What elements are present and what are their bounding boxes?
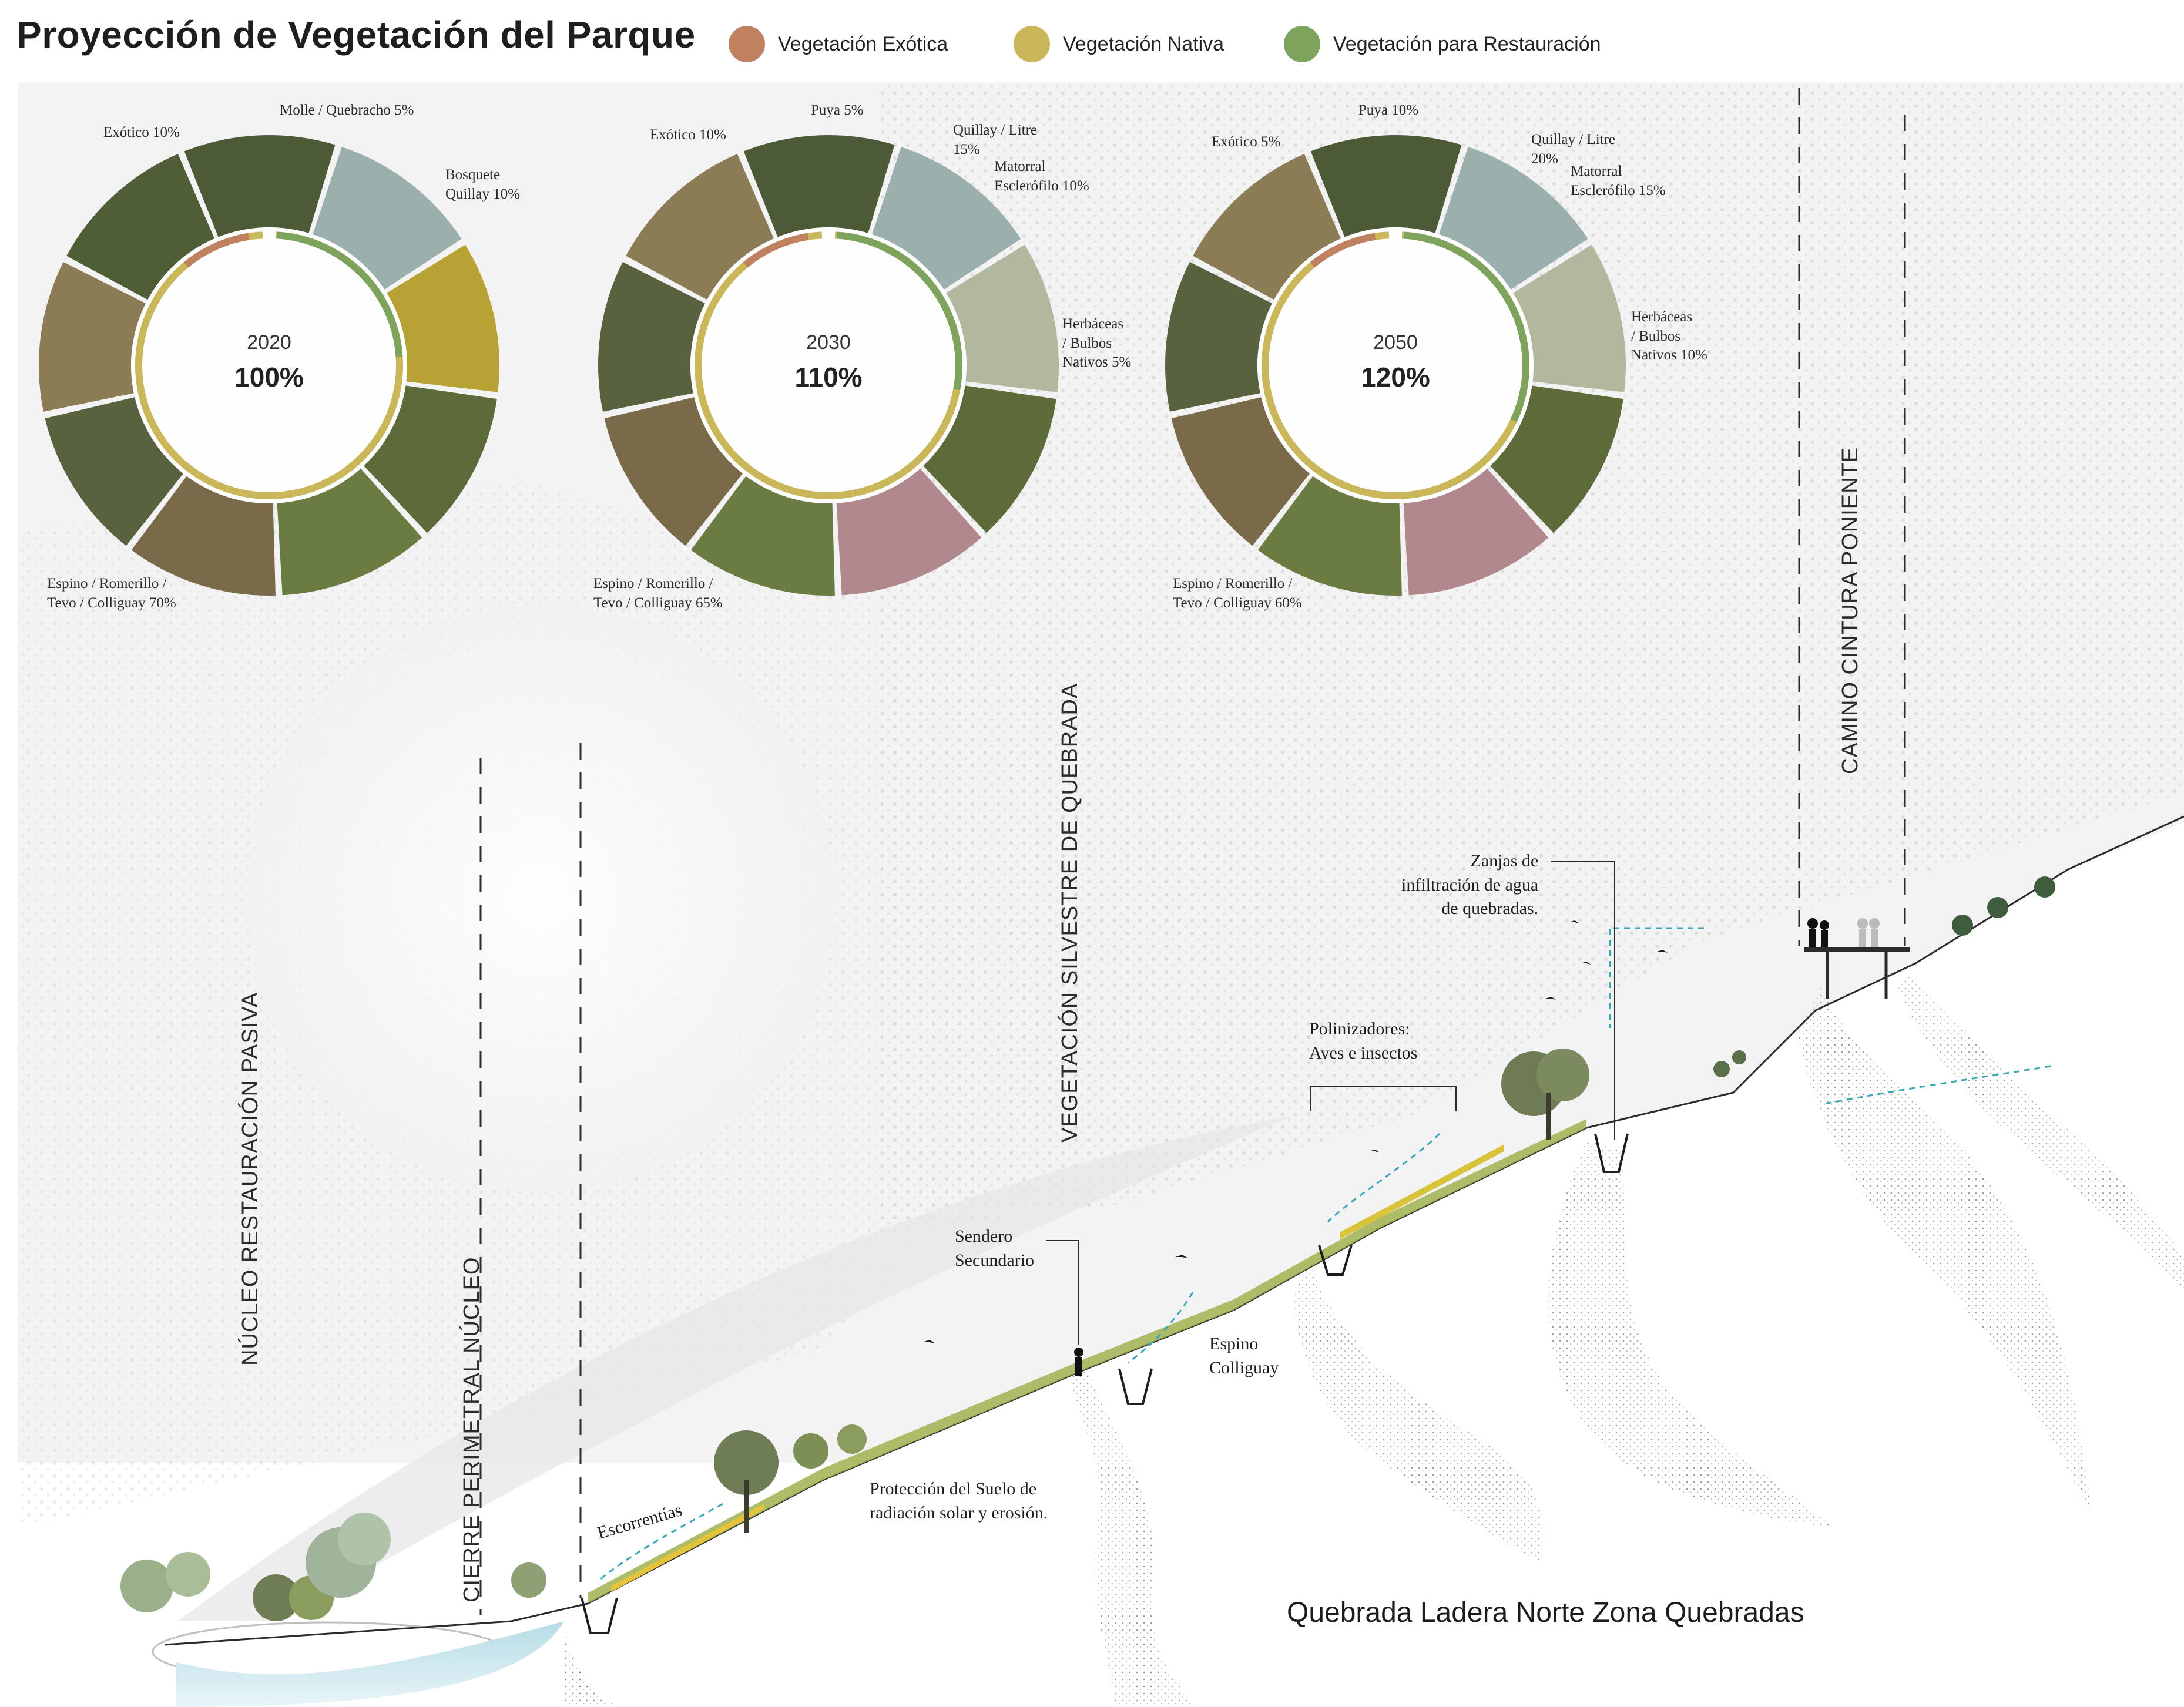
legend-swatch	[1014, 26, 1050, 62]
donut-category-ring	[277, 231, 403, 358]
donut-photo-segment	[277, 468, 422, 596]
note-proteccion: Protección del Suelo de radiación solar …	[870, 1479, 1048, 1523]
donut-photo-segment	[1193, 154, 1341, 300]
donut-category-ring	[836, 231, 962, 391]
donut-photo-segment	[836, 468, 982, 596]
donut-photo-segment	[1171, 397, 1310, 546]
donut-2030: 2030 110%	[598, 135, 1059, 596]
donut-photo-segment	[946, 244, 1059, 392]
donut-category-ring	[183, 233, 250, 268]
donut-photo-segment	[923, 385, 1056, 533]
section-caption: Quebrada Ladera Norte Zona Quebradas	[1287, 1597, 1804, 1628]
donut-year: 2030	[806, 331, 851, 354]
donut-photo-segment	[598, 261, 706, 412]
legend-label: Vegetación Nativa	[1063, 32, 1224, 55]
page-title: Proyección de Vegetación del Parque	[16, 14, 696, 56]
donut-2030-label-matorral: Matorral Esclerófilo 10%	[994, 159, 1089, 194]
donut-2050-label-herbaceas: Herbáceas / Bulbos Nativos 10%	[1631, 309, 1707, 363]
legend-label: Vegetación para Restauración	[1333, 32, 1601, 55]
donut-photo-segment	[1310, 135, 1462, 237]
donut-2020-label-exotico: Exótico 10%	[103, 125, 180, 140]
donut-photo-segment	[1165, 261, 1273, 412]
donut-2050-label-quillay: Quillay / Litre 20%	[1531, 132, 1616, 167]
donut-2030-label-puya: Puya 5%	[811, 102, 864, 118]
donut-percent: 120%	[1361, 362, 1430, 392]
birds	[922, 920, 1668, 1343]
donut-2020-label-quillay: Bosquete Quillay 10%	[445, 167, 521, 202]
donut-2020-label-espino: Espino / Romerillo / Tevo / Colliguay 70…	[47, 576, 176, 611]
donut-percent: 100%	[234, 362, 304, 392]
zone-label-camino: CAMINO CINTURA PONIENTE	[1838, 446, 1863, 774]
donut-photo-segment	[872, 147, 1021, 290]
donut-photo-segment	[184, 135, 336, 237]
donut-photo-segment	[604, 397, 743, 546]
donut-photo-segment	[626, 154, 774, 300]
donut-2030-label-herbaceas: Herbáceas / Bulbos Nativos 5%	[1062, 316, 1132, 370]
donut-category-ring	[743, 233, 809, 268]
donut-2030-label-quillay: Quillay / Litre 15%	[953, 122, 1038, 157]
infiltration-trenches	[581, 1133, 1629, 1634]
sun-shape	[247, 605, 834, 1192]
zone-label-cierre: CIERRE PERIMETRAL NÚCLEO	[459, 1256, 484, 1602]
runoff-arrows	[599, 927, 2051, 1581]
donut-photo-segment	[131, 476, 276, 596]
donut-photo-segment	[45, 397, 184, 546]
donut-percent: 110%	[794, 362, 862, 392]
donut-photo-segment	[1513, 244, 1626, 392]
donut-photo-segment	[364, 385, 497, 533]
leader-lines	[1046, 861, 1615, 1345]
overlook-platform	[1804, 918, 1910, 999]
donut-2030-label-exotico: Exótico 10%	[650, 127, 726, 143]
vegetation-strip	[588, 1119, 1586, 1604]
note-zanjas: Zanjas de infiltración de agua de quebra…	[1401, 851, 1539, 918]
tree-group	[120, 876, 2055, 1621]
legend-item-exotica: Vegetación Exótica	[729, 23, 948, 65]
zone-dividers	[479, 88, 1906, 1615]
donut-category-ring	[1310, 233, 1376, 268]
zone-label-silvestre: VEGETACIÓN SILVESTRE DE QUEBRADA	[1058, 683, 1082, 1143]
donut-2050-label-exotico: Exótico 5%	[1212, 134, 1281, 150]
donut-photo-segment	[1257, 476, 1402, 596]
donut-2020-label-molle: Molle / Quebracho 5%	[280, 102, 414, 118]
donut-2050-label-matorral: Matorral Esclerófilo 15%	[1571, 163, 1666, 199]
donut-hole	[690, 227, 967, 503]
donut-2050-label-puya: Puya 10%	[1358, 102, 1419, 118]
donut-photo-segment	[66, 154, 214, 300]
donut-photo-segment	[690, 476, 835, 596]
donut-category-ring	[1403, 231, 1529, 422]
zone-label-nucleo: NÚCLEO RESTAURACIÓN PASIVA	[238, 992, 263, 1366]
donut-photo-segment	[1403, 468, 1549, 596]
donut-photo-segment	[743, 135, 895, 237]
vegetation-donuts: 2020 100% 2030 110% 2050 120%	[39, 135, 1626, 596]
donut-year: 2020	[247, 331, 291, 354]
note-polinizadores: Polinizadores: Aves e insectos	[1309, 1019, 1418, 1063]
donut-2050-label-espino: Espino / Romerillo / Tevo / Colliguay 60…	[1173, 576, 1302, 611]
donut-photo-segment	[387, 244, 499, 392]
donut-photo-segment	[39, 261, 146, 412]
note-sendero: Sendero Secundario	[955, 1227, 1034, 1270]
donut-hole	[131, 227, 407, 503]
donut-2050: 2050 120%	[1165, 135, 1626, 596]
legend-item-nativa: Vegetación Nativa	[1014, 23, 1224, 65]
donut-photo-segment	[1439, 147, 1588, 290]
note-espino: Espino Colliguay	[1209, 1334, 1279, 1377]
donut-year: 2050	[1373, 331, 1418, 354]
legend-label: Vegetación Exótica	[778, 32, 948, 55]
hiker-figure	[1074, 1348, 1083, 1376]
donut-photo-segment	[1490, 385, 1623, 533]
legend-swatch	[729, 26, 765, 62]
donut-2020: 2020 100%	[39, 135, 499, 596]
water-pond	[176, 1621, 564, 1707]
legend-swatch	[1284, 26, 1320, 62]
donut-hole	[1257, 227, 1534, 503]
donut-photo-segment	[313, 147, 462, 290]
legend-item-restauracion: Vegetación para Restauración	[1284, 23, 1601, 65]
donut-2030-label-espino: Espino / Romerillo / Tevo / Colliguay 65…	[593, 576, 723, 611]
